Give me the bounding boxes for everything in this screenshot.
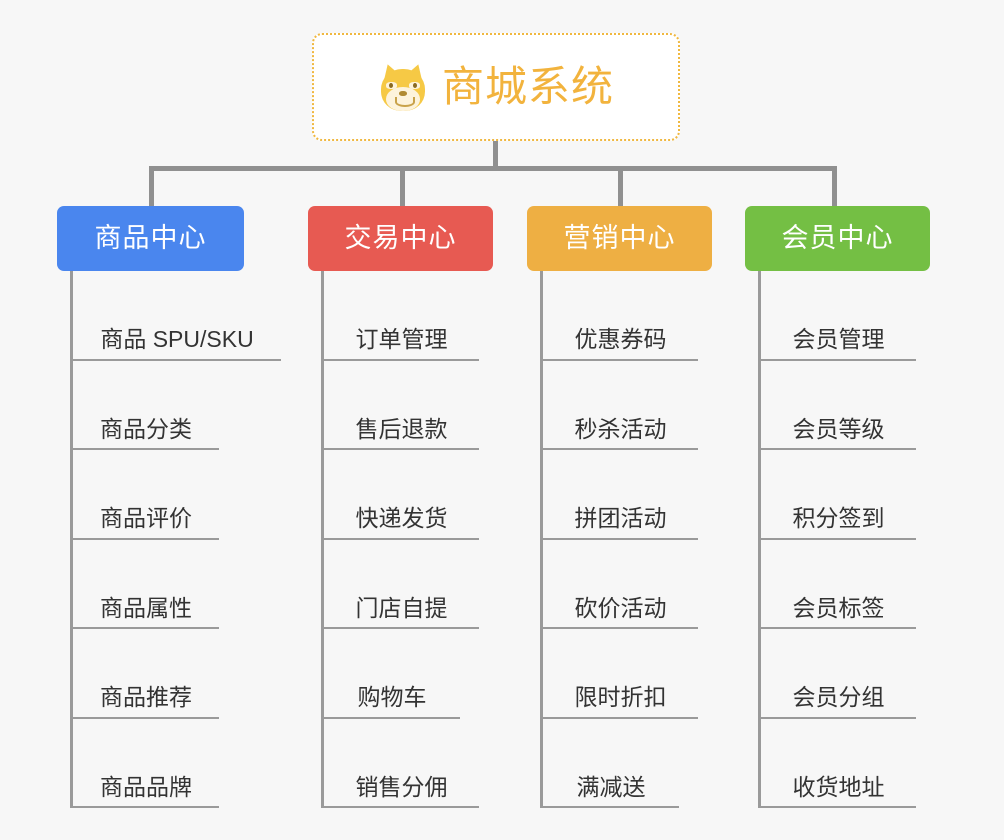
child-item[interactable]: 优惠券码 — [543, 271, 698, 361]
child-item-label: 会员管理 — [792, 326, 885, 353]
connector-drop-2 — [400, 166, 405, 206]
connector-horizontal-bar — [149, 166, 837, 171]
child-item-label: 商品推荐 — [100, 684, 192, 711]
category-box-member-center[interactable]: 会员中心 — [745, 206, 930, 271]
child-item[interactable]: 商品推荐 — [73, 629, 219, 719]
child-item-label: 会员等级 — [792, 415, 885, 442]
connector-drop-4 — [832, 166, 837, 206]
child-item[interactable]: 积分签到 — [761, 450, 916, 540]
root-node-title: 商城系统 — [441, 63, 614, 110]
child-item-label: 订单管理 — [355, 326, 448, 353]
child-item[interactable]: 会员等级 — [761, 361, 916, 450]
child-item[interactable]: 会员分组 — [761, 629, 916, 719]
child-item[interactable]: 拼团活动 — [543, 450, 698, 540]
child-item[interactable]: 满减送 — [543, 719, 679, 808]
category-box-product-center[interactable]: 商品中心 — [57, 206, 244, 271]
child-item[interactable]: 售后退款 — [324, 361, 479, 450]
child-item-label: 优惠券码 — [574, 326, 667, 353]
child-item[interactable]: 商品 SPU/SKU — [73, 271, 281, 361]
child-item-label: 会员标签 — [792, 594, 885, 621]
child-item[interactable]: 会员管理 — [761, 271, 916, 361]
child-item-label: 收货地址 — [792, 773, 885, 800]
child-item-label: 商品评价 — [100, 505, 192, 532]
child-item-label: 积分签到 — [792, 505, 885, 532]
category-label: 营销中心 — [563, 223, 676, 253]
category-label: 交易中心 — [344, 223, 457, 253]
child-item[interactable]: 购物车 — [324, 629, 460, 719]
shiba-dog-face-icon — [378, 61, 428, 113]
connector-root-stem — [493, 141, 498, 169]
child-item-label: 商品分类 — [100, 415, 192, 442]
child-item-label: 拼团活动 — [574, 505, 667, 532]
child-item[interactable]: 门店自提 — [324, 540, 479, 629]
category-label: 商品中心 — [94, 223, 207, 253]
child-item-label: 商品品牌 — [100, 773, 192, 800]
category-label: 会员中心 — [781, 223, 894, 253]
child-item[interactable]: 销售分佣 — [324, 719, 479, 808]
child-item[interactable]: 商品品牌 — [73, 719, 219, 808]
child-item[interactable]: 会员标签 — [761, 540, 916, 629]
child-column-marketing-center: 优惠券码 秒杀活动 拼团活动 砍价活动 限时折扣 满减送 — [540, 271, 712, 808]
child-item-label: 秒杀活动 — [574, 415, 667, 442]
child-item[interactable]: 收货地址 — [761, 719, 916, 808]
child-item-label: 限时折扣 — [574, 684, 667, 711]
child-item-label: 购物车 — [357, 684, 427, 711]
child-item-label: 商品属性 — [100, 594, 192, 621]
child-column-product-center: 商品 SPU/SKU 商品分类 商品评价 商品属性 商品推荐 商品品牌 — [70, 271, 282, 808]
child-column-trade-center: 订单管理 售后退款 快递发货 门店自提 购物车 销售分佣 — [321, 271, 493, 808]
child-item-label: 门店自提 — [355, 594, 448, 621]
category-box-marketing-center[interactable]: 营销中心 — [527, 206, 712, 271]
child-item[interactable]: 商品分类 — [73, 361, 219, 450]
connector-drop-1 — [149, 166, 154, 206]
child-item-label: 会员分组 — [792, 684, 885, 711]
child-item-label: 快递发货 — [355, 505, 448, 532]
child-item-label: 售后退款 — [355, 415, 448, 442]
connector-drop-3 — [618, 166, 623, 206]
root-node-shop-system[interactable]: 商城系统 — [312, 33, 680, 141]
child-item[interactable]: 商品属性 — [73, 540, 219, 629]
child-item[interactable]: 秒杀活动 — [543, 361, 698, 450]
child-item-label: 销售分佣 — [355, 773, 448, 800]
child-item-label: 满减送 — [576, 773, 646, 800]
child-item[interactable]: 订单管理 — [324, 271, 479, 361]
child-item[interactable]: 砍价活动 — [543, 540, 698, 629]
child-item[interactable]: 限时折扣 — [543, 629, 698, 719]
child-item-label: 商品 SPU/SKU — [100, 326, 254, 353]
child-item-label: 砍价活动 — [574, 594, 667, 621]
child-item[interactable]: 商品评价 — [73, 450, 219, 540]
category-box-trade-center[interactable]: 交易中心 — [308, 206, 493, 271]
child-item[interactable]: 快递发货 — [324, 450, 479, 540]
child-column-member-center: 会员管理 会员等级 积分签到 会员标签 会员分组 收货地址 — [758, 271, 930, 808]
